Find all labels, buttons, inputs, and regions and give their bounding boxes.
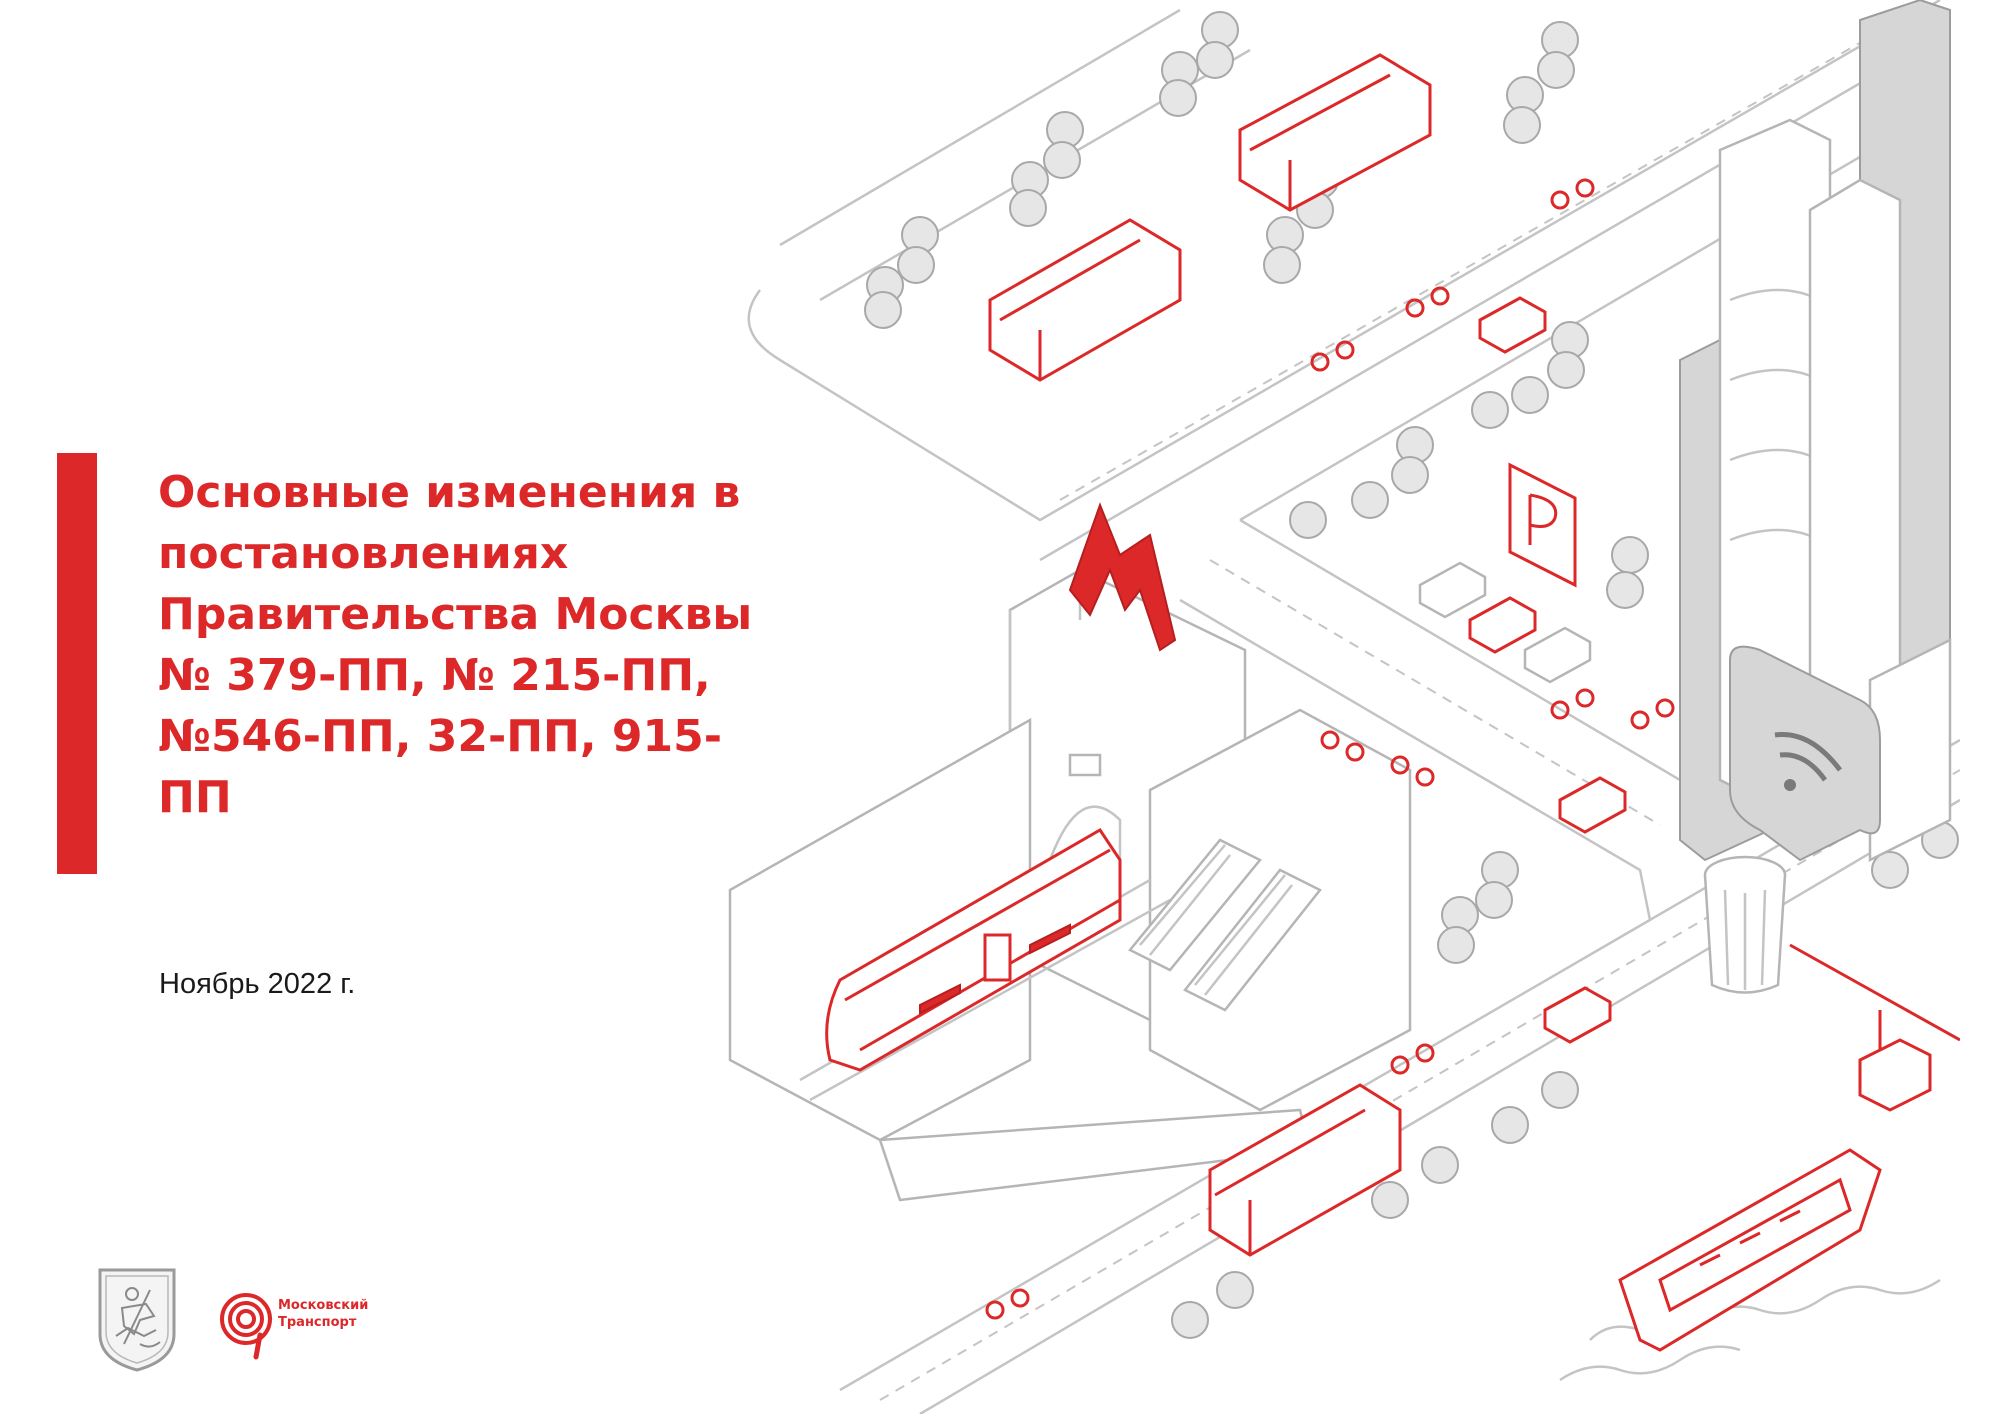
title-line-3: Правительства Москвы xyxy=(158,589,753,640)
trash-bin xyxy=(1703,855,1787,994)
metro-sign-icon xyxy=(1068,502,1177,652)
metro-train xyxy=(825,827,1122,1072)
cars xyxy=(1418,296,1627,1044)
wifi-sign-icon xyxy=(1729,645,1881,862)
logo-line-2: Транспорт xyxy=(278,1315,357,1330)
bicycles xyxy=(985,178,1675,1320)
title-line-1: Основные изменения в xyxy=(158,467,741,518)
title-line-2: постановлениях xyxy=(158,528,569,579)
skyscrapers xyxy=(1679,0,1952,863)
escalators xyxy=(1128,838,1322,1012)
city-transport-illustration xyxy=(728,0,1960,1414)
title-line-4: № 379-ПП, № 215-ПП, xyxy=(158,650,711,701)
title-line-5: №546-ПП, 32-ПП, 915- xyxy=(158,711,723,762)
presentation-date: Ноябрь 2022 г. xyxy=(159,968,356,1000)
ship xyxy=(1618,1148,1882,1352)
buses xyxy=(988,53,1432,1257)
accent-bar xyxy=(57,453,97,874)
title-line-6: ПП xyxy=(158,772,232,823)
parking-sign-icon xyxy=(1508,462,1577,588)
page-title: Основные изменения в постановлениях Прав… xyxy=(158,462,858,828)
moscow-transport-logo-icon xyxy=(220,1293,272,1360)
coat-of-arms-icon xyxy=(98,1268,176,1372)
logo-line-1: Московский xyxy=(278,1298,369,1313)
cable-car xyxy=(1789,943,1960,1112)
moscow-transport-logo-text: Московский Транспорт xyxy=(278,1297,368,1331)
